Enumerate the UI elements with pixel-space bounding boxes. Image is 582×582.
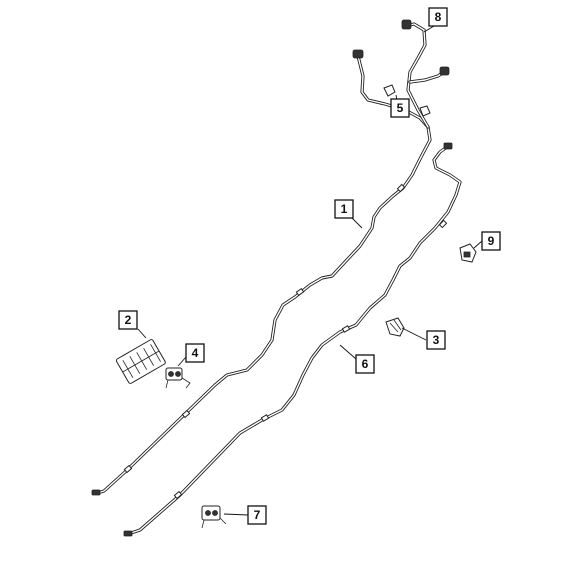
retainer-part-7 — [201, 505, 227, 529]
callout-label: 3 — [433, 333, 440, 347]
callout-4: 4 — [185, 343, 205, 363]
fuel-line-6 — [123, 142, 462, 537]
retainer-clip-part-4 — [165, 367, 191, 389]
clip-part-5 — [383, 84, 431, 117]
callout-label: 6 — [362, 357, 369, 371]
callout-8: 8 — [428, 7, 448, 27]
callout-6: 6 — [355, 354, 375, 374]
callout-label: 1 — [341, 202, 348, 216]
callout-1: 1 — [334, 199, 354, 219]
callout-label: 2 — [125, 313, 132, 327]
callout-2: 2 — [118, 310, 138, 330]
fuel-line-1 — [91, 19, 450, 496]
callout-7: 7 — [247, 505, 267, 525]
leader-lines — [137, 25, 483, 516]
callout-3: 3 — [426, 330, 446, 350]
callout-label: 5 — [397, 101, 404, 115]
clip-part-3 — [385, 317, 405, 337]
callout-label: 9 — [488, 234, 495, 248]
connector-clip-part-9 — [459, 243, 477, 263]
callout-5: 5 — [390, 98, 410, 118]
callout-label: 7 — [254, 508, 261, 522]
callout-label: 8 — [435, 10, 442, 24]
callout-label: 4 — [192, 346, 199, 360]
callout-9: 9 — [481, 231, 501, 251]
clip-bracket-part-2 — [115, 339, 166, 384]
